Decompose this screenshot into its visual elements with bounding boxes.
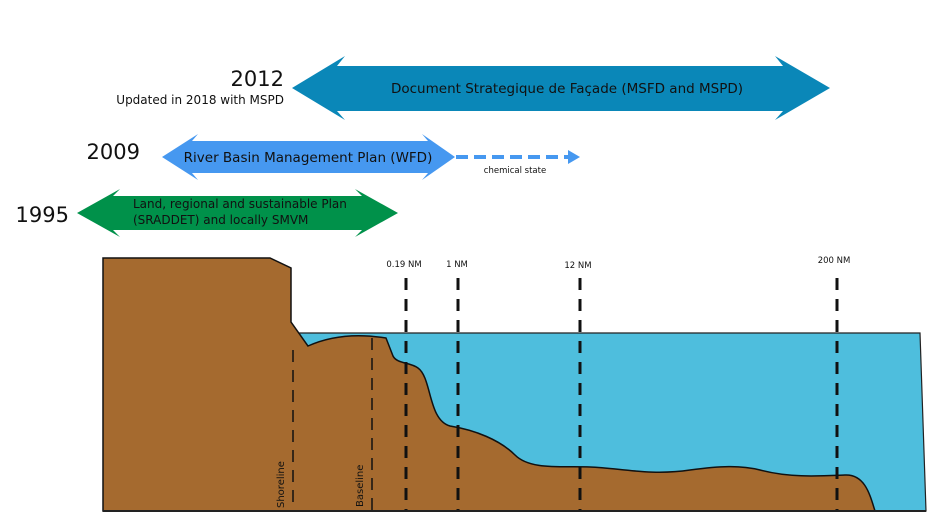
year-2012-note: Updated in 2018 with MSPD: [116, 93, 284, 107]
limit-1nm-label: 1 NM: [446, 260, 468, 270]
wfd-label: River Basin Management Plan (WFD): [184, 150, 433, 166]
land-plan-label-2: Land, regional and sustainable Plan: [133, 197, 347, 211]
limit-12nm-label: 12 NM: [564, 261, 591, 271]
land-plan-arrow: [77, 189, 398, 237]
msfd-label: Document Strategique de Façade (MSFD and…: [391, 81, 743, 97]
year-2012: 2012: [231, 67, 284, 91]
land-plan-label-1: (SRADDET) and locally SMVM: [133, 213, 308, 227]
shoreline-label: Shoreline: [276, 461, 287, 508]
msfd-arrow: [292, 56, 830, 120]
wfd-extension-arrowhead: [568, 150, 580, 164]
chemical-state-label: chemical state: [484, 166, 546, 176]
year-2009: 2009: [87, 140, 140, 164]
land-profile: [102, 257, 877, 512]
year-1995: 1995: [16, 203, 69, 227]
limit-0-19nm-label: 0.19 NM: [386, 260, 421, 270]
limit-200nm-label: 200 NM: [818, 256, 851, 266]
wfd-arrow: [162, 134, 455, 180]
baseline-label: Baseline: [355, 465, 366, 507]
